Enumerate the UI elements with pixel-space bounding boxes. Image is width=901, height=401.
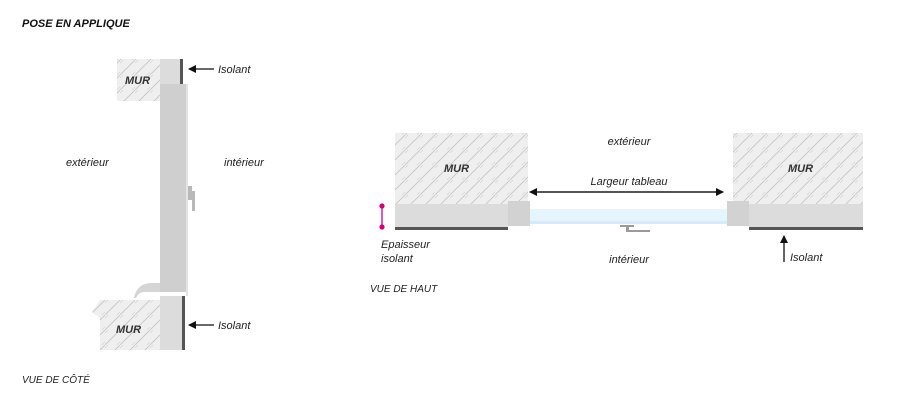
top-wall-right-label: MUR [788,163,813,175]
top-view: MUR MUR Largeur tableau extérieur intéri… [370,133,863,295]
top-exterior-label: extérieur [608,136,652,148]
top-wall-left-label: MUR [444,163,469,175]
side-wall-bottom-label: MUR [116,324,141,336]
top-dark-strip-right [749,227,863,230]
side-insulation-top-label: Isolant [218,64,251,76]
top-wall-left [395,133,528,204]
diagram-title: POSE EN APPLIQUE [22,18,130,30]
top-thickness-label-line1: Epaisseur [381,239,431,251]
side-dark-strip-top [180,59,183,84]
top-glass [530,209,727,223]
top-insulation-left [395,204,508,227]
side-insulation-bottom [160,296,182,350]
top-frame-left [508,201,530,226]
top-insulation-label: Isolant [790,252,823,264]
top-glass-edge [530,221,727,224]
side-dark-strip-bottom [182,296,185,350]
side-window-profile [160,84,186,292]
side-window-edge [186,84,188,296]
top-frame-right [727,201,749,226]
side-wall-top-label: MUR [125,75,150,87]
top-wall-right [733,133,863,204]
top-interior-label: intérieur [609,254,650,266]
side-insulation-bottom-label: Isolant [218,320,251,332]
side-handle-lever [192,191,195,211]
top-width-label: Largeur tableau [590,176,667,188]
side-wall-bottom [92,300,160,350]
top-dark-strip-left [395,227,508,230]
top-insulation-right [749,204,863,227]
top-thickness-label-line2: isolant [381,253,414,265]
top-handle-lever [626,230,650,232]
top-handle-stem [626,225,629,231]
top-thickness-marker-bottom [379,224,385,230]
top-view-caption: VUE DE HAUT [370,284,438,295]
side-view-caption: VUE DE CÔTÉ [22,373,90,386]
side-handle-base [188,186,192,200]
side-sill [134,280,160,298]
side-interior-label: intérieur [224,157,265,169]
side-exterior-label: extérieur [66,157,110,169]
top-thickness-marker-top [379,203,385,209]
side-view: MUR MUR Isolant Isolant extérieur intéri… [22,59,265,386]
